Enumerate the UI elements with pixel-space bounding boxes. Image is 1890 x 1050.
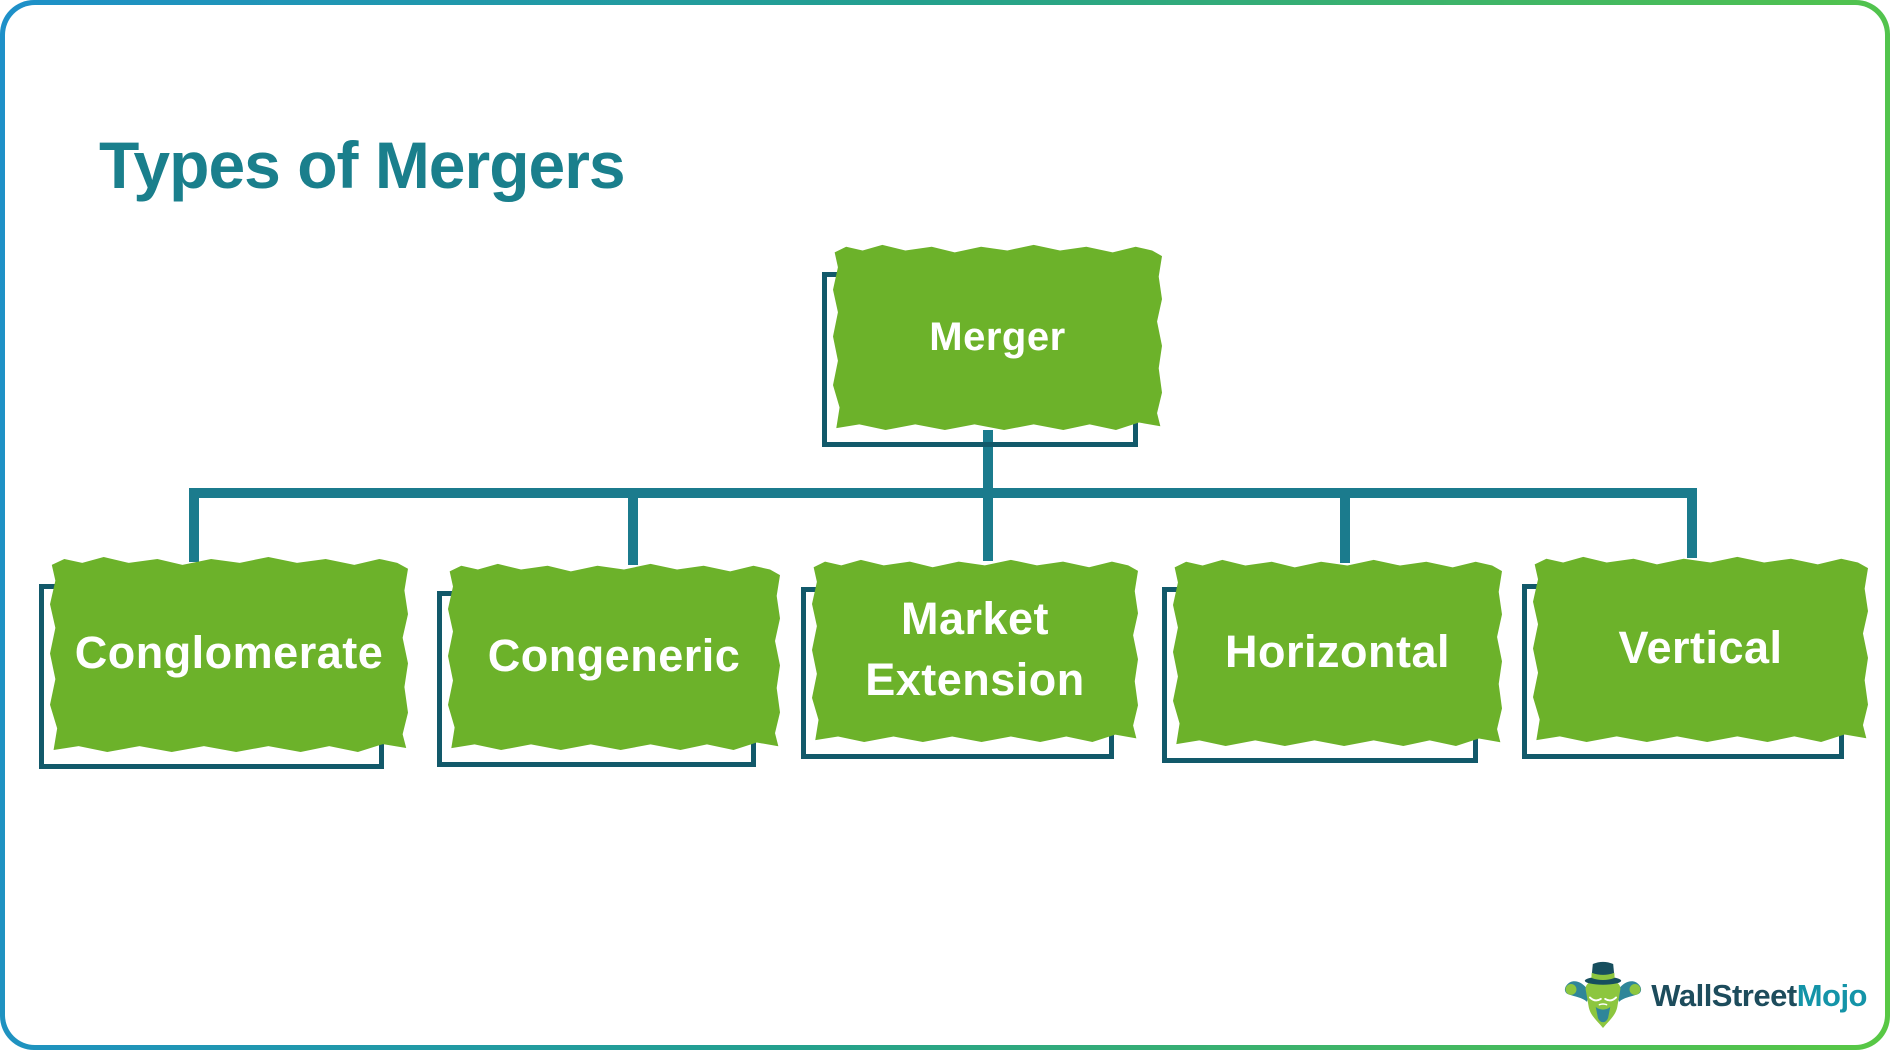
node-congeneric-label: Congeneric xyxy=(487,629,741,681)
wallstreetmojo-logo: WallStreetMojo xyxy=(1563,955,1868,1037)
connector-horizontal-bar xyxy=(189,488,1697,498)
page-title: Types of Mergers xyxy=(99,128,626,202)
node-congeneric-fill: Congeneric xyxy=(448,563,780,750)
node-market-extension-fill: Market Extension xyxy=(812,559,1138,742)
connector-drop-horizontal xyxy=(1340,493,1350,563)
node-conglomerate-label: Conglomerate xyxy=(74,627,384,679)
connector-merger-stem xyxy=(983,430,993,498)
connector-drop-vertical xyxy=(1687,490,1697,558)
node-conglomerate: Conglomerate xyxy=(39,555,408,769)
node-horizontal-fill: Horizontal xyxy=(1173,559,1502,746)
node-merger-label: Merger xyxy=(929,314,1066,359)
brand-wordmark: WallStreetMojo xyxy=(1651,978,1867,1014)
bull-mascot-icon xyxy=(1565,961,1642,1028)
node-vertical-fill: Vertical xyxy=(1533,556,1868,742)
connector-drop-congeneric xyxy=(628,493,638,565)
brand-mojo: Mojo xyxy=(1796,978,1868,1013)
node-horizontal-label: Horizontal xyxy=(1225,625,1450,677)
infographic-canvas: Types of Mergers Merger Conglomerate Con… xyxy=(5,5,1885,1045)
node-market-extension-label: Market Extension xyxy=(865,593,1085,705)
node-conglomerate-fill: Conglomerate xyxy=(50,556,408,752)
node-merger: Merger xyxy=(822,243,1162,447)
node-horizontal: Horizontal xyxy=(1162,558,1502,763)
connector-drop-conglomerate xyxy=(189,490,199,562)
node-vertical: Vertical xyxy=(1522,555,1868,759)
node-market-extension: Market Extension xyxy=(801,558,1138,759)
node-congeneric: Congeneric xyxy=(437,562,780,767)
node-vertical-label: Vertical xyxy=(1618,622,1783,674)
connector-drop-market-extension xyxy=(983,493,993,561)
node-merger-fill: Merger xyxy=(833,244,1162,430)
brand-wallstreet: WallStreet xyxy=(1651,978,1797,1013)
